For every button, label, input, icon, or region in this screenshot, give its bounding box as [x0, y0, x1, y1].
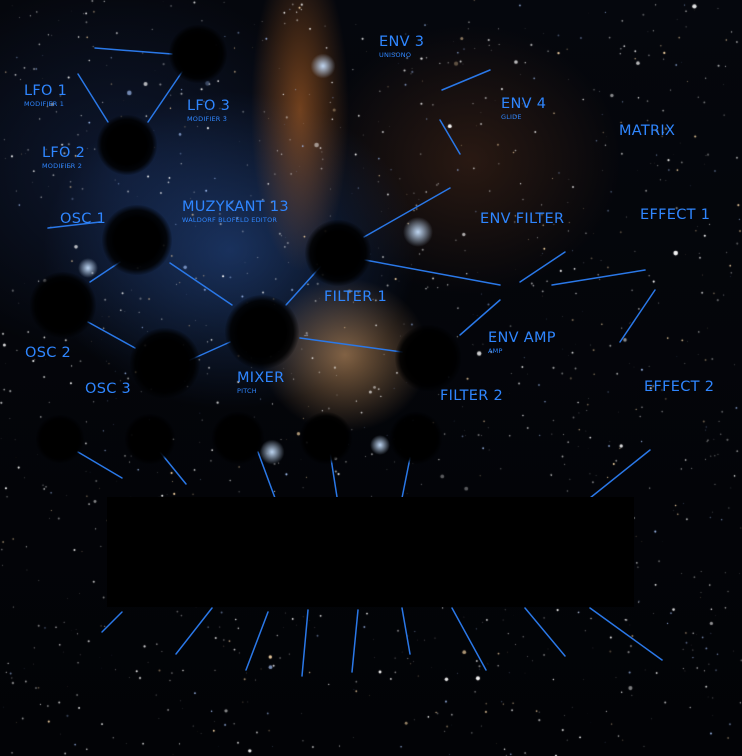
- param-knob-5[interactable]: [390, 412, 442, 464]
- lfo3-sub: MODIFIER 3: [187, 114, 228, 123]
- osc2-knob[interactable]: [30, 272, 96, 338]
- env4-name: ENV 4: [501, 96, 547, 112]
- filter2-label[interactable]: FILTER 2: [440, 389, 503, 404]
- filter2-name: FILTER 2: [440, 388, 504, 404]
- matrix-label[interactable]: MATRIX: [619, 124, 675, 139]
- osc1-label[interactable]: OSC 1: [60, 212, 106, 227]
- connector-line: [441, 69, 491, 91]
- filter2-knob[interactable]: [395, 325, 461, 391]
- filter1-name: FILTER 1: [324, 289, 388, 305]
- lfo2-knob[interactable]: [97, 115, 157, 175]
- connector-line: [169, 262, 233, 306]
- connector-line: [301, 609, 309, 677]
- osc2-name: OSC 2: [25, 345, 72, 361]
- lfo2-label[interactable]: LFO 2 MODIFIER 2: [42, 146, 85, 169]
- filter1-knob[interactable]: [305, 220, 371, 286]
- filter1-label[interactable]: FILTER 1: [324, 290, 387, 305]
- lfo2-sub: MODIFIER 2: [42, 161, 83, 170]
- lfo1-sub: MODIFIER 1: [24, 99, 65, 108]
- connector-line: [524, 607, 566, 657]
- osc1-knob[interactable]: [102, 205, 172, 275]
- display-screen: [107, 497, 634, 607]
- osc3-name: OSC 3: [85, 381, 132, 397]
- connector-line: [589, 607, 663, 661]
- effect1-label[interactable]: EFFECT 1: [640, 208, 710, 223]
- lfo1-name: LFO 1: [24, 83, 68, 99]
- lfo3-knob[interactable]: [169, 25, 227, 83]
- connector-line: [101, 611, 123, 633]
- connector-line: [589, 449, 651, 499]
- connector-line: [451, 607, 487, 671]
- mixer-label[interactable]: MIXER PITCH: [237, 371, 284, 394]
- connector-line: [77, 451, 123, 479]
- osc2-label[interactable]: OSC 2: [25, 346, 71, 361]
- connector-line: [175, 607, 213, 655]
- connector-line: [364, 259, 501, 286]
- lfo2-name: LFO 2: [42, 145, 86, 161]
- connector-line: [77, 73, 109, 123]
- env4-sub: GLIDE: [501, 112, 522, 121]
- osc3-label[interactable]: OSC 3: [85, 382, 131, 397]
- connector-line: [47, 221, 101, 229]
- param-knob-3[interactable]: [212, 412, 264, 464]
- mixer-name: MIXER: [237, 370, 285, 386]
- env-filter-name: ENV FILTER: [480, 211, 565, 227]
- app-title: MUZYKANT 13 WALDORF BLOFELD EDITOR: [182, 200, 289, 223]
- connector-line: [147, 71, 183, 123]
- connector-line: [299, 337, 403, 353]
- mixer-sub: PITCH: [237, 386, 257, 395]
- connector-line: [439, 119, 461, 155]
- param-knob-1[interactable]: [36, 415, 84, 463]
- matrix-name: MATRIX: [619, 123, 676, 139]
- app-title-name: MUZYKANT 13: [182, 199, 289, 215]
- osc3-knob[interactable]: [130, 328, 200, 398]
- osc1-name: OSC 1: [60, 211, 107, 227]
- env-amp-name: ENV AMP: [488, 330, 556, 346]
- connector-line: [551, 269, 646, 286]
- env-filter-label[interactable]: ENV FILTER: [480, 212, 564, 227]
- connector-line: [87, 321, 136, 349]
- connector-line: [94, 47, 173, 55]
- env3-sub: UNISONO: [379, 50, 412, 59]
- connector-line: [519, 251, 566, 283]
- param-knob-4[interactable]: [300, 412, 352, 464]
- env4-label[interactable]: ENV 4 GLIDE: [501, 97, 546, 120]
- lfo1-label[interactable]: LFO 1 MODIFIER 1: [24, 84, 67, 107]
- connector-line: [619, 289, 656, 343]
- connector-line: [459, 299, 501, 336]
- env3-name: ENV 3: [379, 34, 425, 50]
- connector-line: [257, 451, 276, 499]
- effect2-label[interactable]: EFFECT 2: [644, 380, 714, 395]
- lfo3-name: LFO 3: [187, 98, 231, 114]
- app-title-sub: WALDORF BLOFELD EDITOR: [182, 215, 278, 224]
- env-amp-label[interactable]: ENV AMP AMP: [488, 331, 556, 354]
- master-knob[interactable]: [225, 295, 299, 369]
- env-amp-sub: AMP: [488, 346, 503, 355]
- lfo3-label[interactable]: LFO 3 MODIFIER 3: [187, 99, 230, 122]
- connector-line: [401, 607, 411, 655]
- effect1-name: EFFECT 1: [640, 207, 711, 223]
- effect2-name: EFFECT 2: [644, 379, 715, 395]
- connector-line: [351, 609, 359, 673]
- connector-line: [363, 187, 451, 238]
- connector-line: [245, 611, 269, 671]
- connector-line: [401, 457, 411, 499]
- param-knob-2[interactable]: [125, 414, 175, 464]
- env3-label[interactable]: ENV 3 UNISONO: [379, 35, 424, 58]
